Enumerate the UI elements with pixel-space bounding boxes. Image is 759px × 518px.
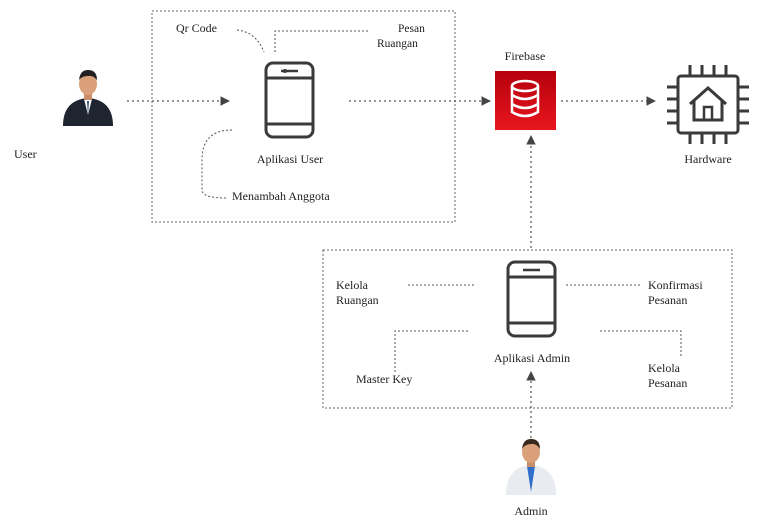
- hardware-chip-icon: [667, 65, 749, 144]
- admin-phone-icon: [506, 260, 557, 338]
- konfirmasi-pesanan-label-line1: Konfirmasi: [648, 278, 703, 292]
- user-app-container: [151, 10, 456, 223]
- qr-code-connector: [236, 29, 265, 53]
- admin-app-label: Aplikasi Admin: [494, 351, 570, 365]
- pesan-ruangan-connector: [274, 30, 370, 52]
- menambah-anggota-connector: [201, 129, 233, 199]
- hardware-label: Hardware: [684, 152, 731, 166]
- menambah-anggota-label: Menambah Anggota: [232, 189, 330, 203]
- kelola-pesanan-connector: [600, 330, 682, 357]
- user-label: User: [14, 147, 37, 161]
- user-avatar-icon: [63, 70, 113, 126]
- master-key-label: Master Key: [356, 372, 412, 386]
- pesan-ruangan-label-line2: Ruangan: [377, 38, 418, 50]
- user-phone-icon: [264, 61, 315, 139]
- pesan-ruangan-label-line1: Pesan: [398, 23, 425, 35]
- kelola-ruangan-label-line2: Ruangan: [336, 293, 379, 307]
- admin-avatar-icon: [506, 439, 556, 495]
- qr-code-label: Qr Code: [176, 21, 217, 35]
- kelola-pesanan-label-line1: Kelola: [648, 361, 681, 375]
- database-icon: [510, 79, 540, 118]
- admin-label: Admin: [514, 504, 547, 518]
- admin-app-container: [322, 249, 733, 409]
- firebase-label: Firebase: [505, 49, 546, 63]
- master-key-connector: [394, 330, 469, 372]
- kelola-pesanan-label-line2: Pesanan: [648, 376, 687, 390]
- user-app-label: Aplikasi User: [257, 152, 323, 166]
- konfirmasi-pesanan-label-line2: Pesanan: [648, 293, 687, 307]
- kelola-ruangan-label-line1: Kelola: [336, 278, 369, 292]
